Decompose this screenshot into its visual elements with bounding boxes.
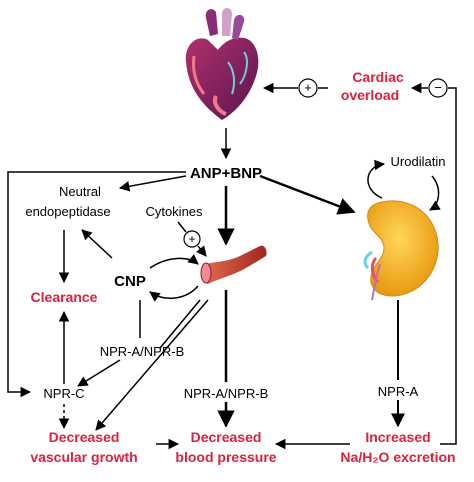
decreased-growth-line2: vascular growth — [30, 449, 137, 465]
clearance-label: Clearance — [31, 289, 98, 305]
nep-line2: endopeptidase — [25, 204, 110, 219]
minus-circle-icon — [428, 78, 448, 98]
blood-vessel-illustration — [200, 245, 267, 284]
arrow-cnp-to-vessel — [149, 254, 199, 269]
line-excretion-feedback — [440, 87, 457, 445]
arrow-cnp-to-nep — [81, 229, 113, 259]
npr-a-label: NPR-A — [378, 384, 419, 399]
cnp-label: CNP — [114, 273, 146, 290]
plus-circle-icon — [298, 78, 318, 98]
line-cytokines-to-plus — [177, 221, 187, 233]
npr-ab-center-label: NPR-A/NPR-B — [184, 386, 269, 401]
npr-c-label: NPR-C — [43, 386, 84, 401]
kidney-illustration — [363, 200, 439, 301]
line-vessel-to-nprab — [159, 299, 201, 349]
arrow-plus-to-vessel — [195, 245, 207, 257]
connectors — [7, 82, 457, 450]
decreased-growth-line1: Decreased — [49, 429, 120, 445]
arrow-anp-to-nprc — [7, 171, 186, 398]
plus-circle-overload: + — [298, 78, 318, 98]
arrow-vessel-to-growth — [95, 299, 209, 431]
cytokines-label: Cytokines — [145, 204, 203, 219]
arrow-nprab-to-nprc — [77, 359, 121, 387]
arrow-anp-to-nep — [118, 175, 187, 192]
arrow-urodilatin-to-kidney — [429, 175, 441, 211]
increased-excretion-line1: Increased — [365, 429, 430, 445]
npr-ab-left-label: NPR-A/NPR-B — [100, 344, 185, 359]
urodilatin-label: Urodilatin — [391, 154, 446, 169]
nep-line1: Neutral — [59, 184, 101, 199]
plus-sign: + — [188, 232, 195, 246]
heart-illustration — [185, 8, 259, 120]
anp-bnp-label: ANP+BNP — [190, 165, 262, 182]
decreased-bp-line2: blood pressure — [175, 449, 276, 465]
plus-sign: + — [304, 80, 312, 95]
cardiac-overload-line1: Cardiac — [352, 69, 404, 85]
decreased-bp-line1: Decreased — [191, 429, 262, 445]
increased-excretion-line2: Na/H₂O excretion — [340, 449, 455, 465]
plus-circle-cytokines: + — [183, 230, 201, 248]
minus-sign: − — [434, 80, 442, 95]
arrow-anp-to-kidney — [259, 174, 356, 215]
arrow-kidney-to-urodilatin — [367, 159, 386, 199]
arrow-vessel-to-cnp — [149, 285, 199, 302]
minus-circle-feedback: − — [428, 78, 448, 98]
cardiac-overload-line2: overload — [341, 87, 399, 103]
plus-circle-icon — [183, 230, 201, 248]
